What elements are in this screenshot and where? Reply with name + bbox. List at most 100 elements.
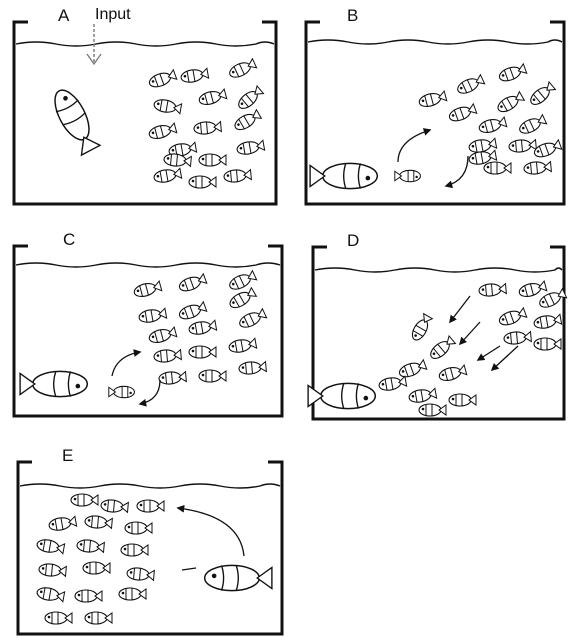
small-fish	[527, 80, 557, 109]
swim-arrow	[490, 345, 519, 372]
small-fish	[454, 73, 486, 97]
small-fish	[427, 334, 457, 363]
small-fish	[226, 269, 258, 293]
small-fish	[192, 120, 223, 136]
large-fish	[309, 162, 379, 190]
large-fish	[47, 84, 103, 157]
small-fish	[35, 537, 66, 556]
small-fish	[418, 403, 447, 417]
swim-arrow	[138, 379, 161, 407]
small-fish	[533, 337, 562, 351]
small-fish	[125, 566, 156, 582]
small-fish	[447, 102, 478, 124]
tank-wall	[16, 460, 284, 636]
small-fish	[99, 498, 130, 514]
small-fish	[532, 138, 563, 160]
small-fish	[75, 538, 106, 554]
small-fish	[497, 306, 528, 328]
small-fish	[187, 318, 218, 337]
small-fish	[237, 360, 268, 376]
small-fish	[522, 160, 553, 176]
tank-b	[304, 20, 566, 206]
small-fish	[83, 514, 114, 530]
small-fish	[494, 90, 526, 116]
small-fish	[120, 543, 149, 557]
small-fish	[162, 152, 193, 168]
small-fish	[47, 514, 78, 533]
tank-wall	[311, 245, 566, 421]
small-fish	[198, 369, 227, 383]
small-fish	[70, 493, 99, 507]
small-fish	[477, 282, 508, 298]
small-fish	[437, 363, 468, 384]
small-fish	[222, 168, 253, 184]
small-fish	[448, 393, 477, 407]
swim-arrow	[476, 345, 501, 361]
small-fish	[407, 386, 438, 405]
small-fish	[507, 138, 538, 154]
panel-label-b: B	[347, 6, 359, 25]
small-fish	[35, 585, 66, 604]
small-fish	[177, 300, 208, 322]
small-fish	[477, 115, 508, 136]
small-fish	[179, 66, 210, 85]
large-fish	[307, 382, 377, 410]
small-fish	[198, 153, 227, 167]
small-fish	[397, 358, 428, 380]
small-fish	[226, 286, 258, 312]
small-fish	[188, 175, 217, 189]
small-fish	[136, 499, 165, 513]
small-fish	[44, 611, 73, 625]
tank-wall	[12, 244, 284, 418]
large-fish	[19, 370, 89, 398]
small-fish	[147, 121, 178, 142]
small-fish	[497, 62, 528, 84]
small-fish	[227, 336, 258, 355]
tank-wall	[12, 20, 278, 206]
small-fish	[377, 374, 408, 393]
swim-arrow	[444, 155, 469, 189]
small-fish	[483, 161, 512, 175]
input-arrow-head	[86, 53, 102, 66]
small-fish	[84, 611, 113, 625]
small-fish	[408, 312, 434, 344]
small-fish	[235, 84, 265, 113]
small-fish	[417, 89, 448, 110]
small-fish	[517, 279, 548, 300]
small-fish	[516, 113, 548, 137]
tank-wall	[304, 20, 566, 206]
water-surface	[314, 267, 563, 273]
large-fish	[203, 564, 273, 592]
small-fish	[137, 306, 168, 325]
swim-arrow	[397, 128, 432, 163]
small-fish	[124, 521, 153, 535]
swim-arrow	[111, 349, 142, 377]
tank-c	[12, 244, 284, 418]
small-fish	[502, 330, 533, 346]
swim-trail	[181, 567, 197, 571]
small-fish	[132, 279, 163, 300]
water-surface	[19, 483, 281, 489]
small-fish	[108, 385, 135, 399]
swim-arrow	[449, 295, 471, 324]
swim-arrow	[458, 321, 481, 346]
water-surface	[307, 39, 563, 45]
small-fish	[236, 307, 268, 331]
panel-label-d: D	[347, 231, 360, 250]
tank-a	[12, 20, 278, 206]
small-fish	[197, 87, 228, 108]
input-label: Input	[95, 6, 131, 23]
water-surface	[15, 262, 281, 268]
panel-label-e: E	[62, 446, 74, 465]
small-fish	[188, 345, 217, 359]
tank-d	[307, 245, 568, 421]
small-fish	[226, 57, 258, 81]
small-fish	[82, 561, 111, 575]
tank-e	[16, 460, 284, 636]
water-surface	[15, 41, 275, 47]
small-fish	[152, 348, 183, 364]
small-fish	[37, 562, 68, 578]
small-fish	[74, 589, 103, 603]
small-fish	[394, 169, 421, 183]
